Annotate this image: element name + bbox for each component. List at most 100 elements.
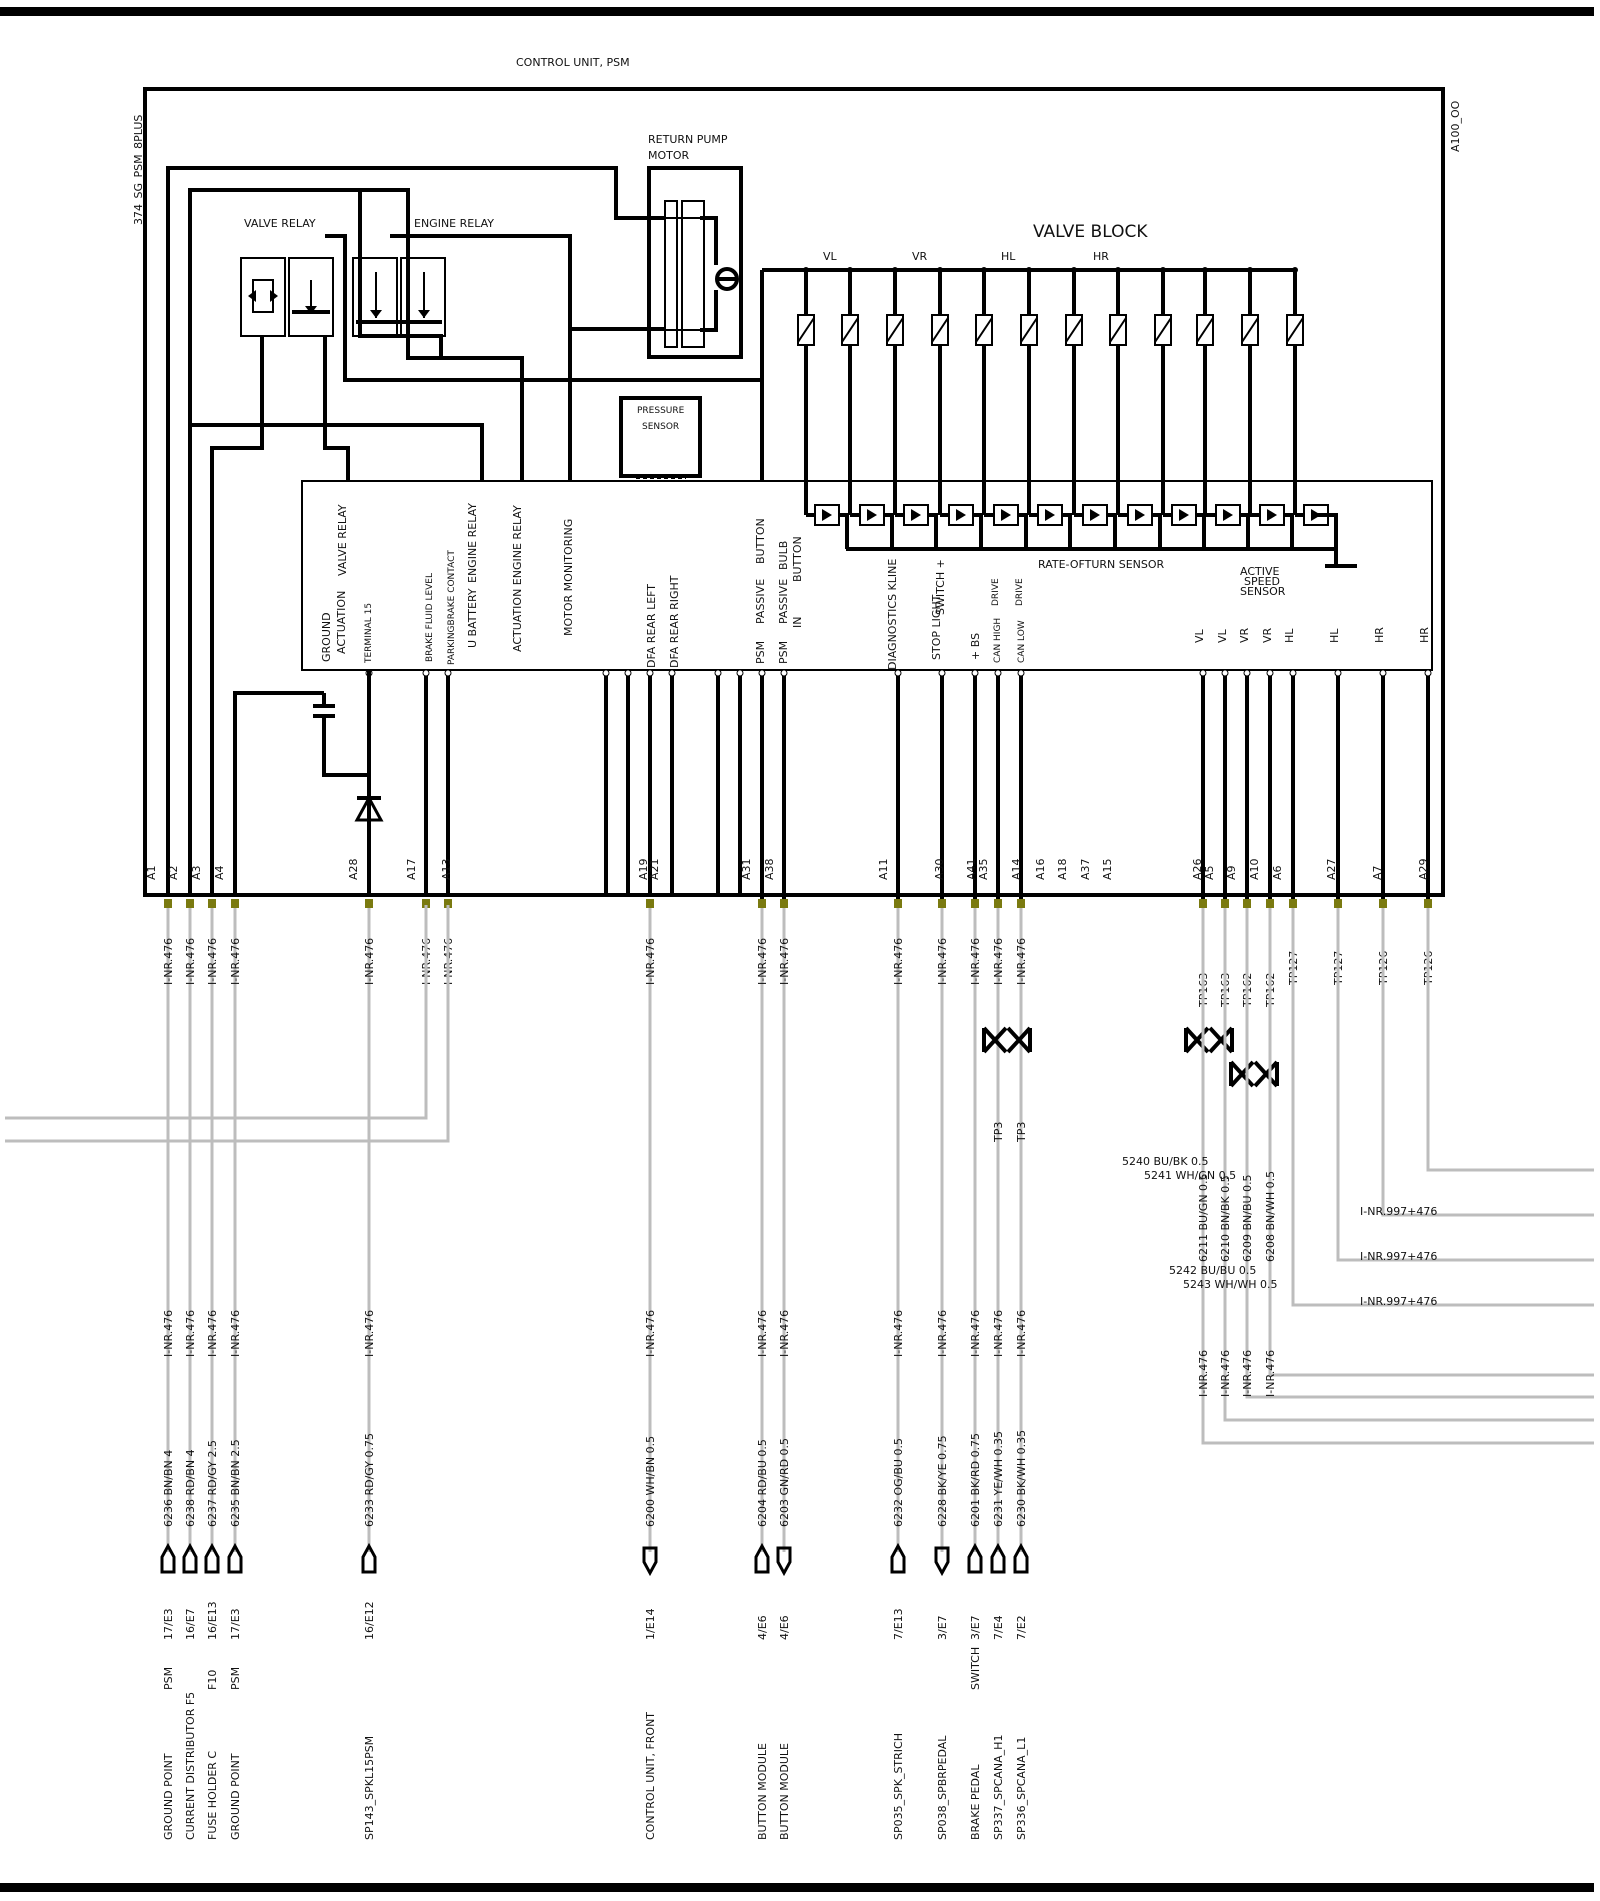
valve-coil — [1196, 314, 1214, 346]
pin-a35: A35 — [977, 858, 990, 880]
speed-wire-code-0: 6211 BU/GN 0.5 — [1197, 1173, 1210, 1262]
valve-node — [937, 267, 943, 273]
top-ref-c14: I-NR.476 — [992, 938, 1005, 985]
dest-c11: SP035_SPK_STRICH — [892, 1733, 905, 1840]
rate-amp-arrow — [1045, 509, 1055, 521]
valve-coil — [841, 314, 859, 346]
tp-0: TP3 — [992, 1122, 1005, 1143]
pin-marker — [994, 899, 1002, 908]
rate-amp-arrow — [1135, 509, 1145, 521]
pin-node — [668, 669, 676, 677]
sheet-ref-c8: 1/E14 — [644, 1608, 657, 1640]
connector-c1 — [160, 1542, 176, 1574]
internal-label-u-battery: U BATTERY — [466, 588, 479, 648]
mid-ref-c8: I-NR.476 — [644, 1310, 657, 1357]
internal-label-parking-brake: PARKINGBRAKE CONTACT — [447, 550, 457, 665]
right-ref-0: I-NR.997+476 — [1360, 1205, 1437, 1218]
speed-bottom-ref-2: I-NR.476 — [1241, 1350, 1254, 1397]
rate-amp-arrow — [911, 509, 921, 521]
mid-ref-c4: I-NR.476 — [229, 1310, 242, 1357]
wire-code-c13: 6201 BK/RD 0.75 — [969, 1433, 982, 1527]
internal-label-dfa-left: DFA REAR LEFT — [645, 584, 658, 668]
dest-c8: CONTROL UNIT, FRONT — [644, 1712, 657, 1840]
rate-link — [1163, 513, 1206, 549]
mid-ref-c2: I-NR.476 — [184, 1310, 197, 1357]
pin-a13: A13 — [440, 858, 453, 880]
rate-amp — [903, 504, 929, 526]
top-ref-c8: I-NR.476 — [644, 938, 657, 985]
speed-wire-hl — [1291, 908, 1594, 1307]
pin-a5: A5 — [1203, 865, 1216, 880]
wire-code-c5: 6233 RD/GY 0.75 — [363, 1433, 376, 1527]
pin-node — [736, 669, 744, 677]
valve-block-label: VALVE BLOCK — [1033, 222, 1148, 242]
valve-coil-slash — [886, 317, 904, 343]
speed-wire-1 — [1223, 908, 1594, 1422]
top-ref-c10: I-NR.476 — [778, 938, 791, 985]
mid-ref-c11: I-NR.476 — [892, 1310, 905, 1357]
pin-node — [938, 669, 946, 677]
pin-a38: A38 — [763, 858, 776, 880]
valve-coil — [1154, 314, 1172, 346]
top-ref-c5: I-NR.476 — [363, 938, 376, 985]
pin-marker — [1199, 899, 1207, 908]
dest2-c13: SWITCH — [969, 1647, 982, 1690]
pin-marker — [1221, 899, 1229, 908]
valve-group-vr: VR — [912, 250, 928, 263]
speed-bottom-ref-1: I-NR.476 — [1219, 1350, 1232, 1397]
mid-ref-c15: I-NR.476 — [1015, 1310, 1028, 1357]
internal-label-ws-vr1: VR — [1238, 627, 1251, 643]
bottom-rule — [0, 1883, 1594, 1892]
internal-label-dfa-right: DFA REAR RIGHT — [668, 575, 681, 668]
pin-a27: A27 — [1325, 858, 1338, 880]
valve-coil — [797, 314, 815, 346]
sheet-ref-c2: 16/E7 — [184, 1608, 197, 1640]
rate-amp-arrow — [822, 509, 832, 521]
tp-1: TP3 — [1015, 1122, 1028, 1143]
speed-wire-0 — [1201, 908, 1594, 1445]
internal-label-ground: GROUND — [320, 612, 333, 662]
pin-marker — [780, 899, 788, 908]
pin-marker — [1379, 899, 1387, 908]
pin-marker — [1289, 899, 1297, 908]
internal-label-ws-vl1: VL — [1193, 628, 1206, 643]
twist-speed-1 — [1184, 1026, 1234, 1054]
pin-node — [1334, 669, 1342, 677]
valve-coil — [1065, 314, 1083, 346]
dest-c4: GROUND POINT — [229, 1753, 242, 1840]
top-ref-c12: I-NR.476 — [936, 938, 949, 985]
unit-id: A100_OO — [1449, 100, 1462, 152]
valve-coil — [975, 314, 993, 346]
sheet-ref-c13: 3/E7 — [969, 1615, 982, 1640]
rate-amp — [1127, 504, 1153, 526]
rate-amp-arrow — [1267, 509, 1277, 521]
rate-amp-arrow — [956, 509, 966, 521]
dest-c13: BRAKE PEDAL — [969, 1764, 982, 1840]
speed-wire-hr2 — [1426, 908, 1594, 1172]
pin-a15: A15 — [1101, 858, 1114, 880]
pin-node — [1379, 669, 1387, 677]
internal-label-switch-plus: SWITCH + — [934, 559, 947, 615]
pin-marker — [1266, 899, 1274, 908]
rate-amp — [814, 504, 840, 526]
motor-label: MOTOR — [648, 149, 690, 162]
connector-c8 — [642, 1546, 658, 1577]
pin-marker — [1017, 899, 1025, 908]
capacitor — [313, 693, 369, 777]
mid-ref-c10: I-NR.476 — [778, 1310, 791, 1357]
dest-c14: SP337_SPCANA_H1 — [992, 1735, 1005, 1840]
pressure-label: PRESSURE — [637, 406, 685, 416]
pin-marker — [758, 899, 766, 908]
speed-wire-2 — [1245, 908, 1594, 1399]
active-label: ACTIVE — [1240, 565, 1280, 578]
pin-marker — [231, 899, 239, 908]
rate-link — [984, 513, 1028, 549]
pin-node — [894, 669, 902, 677]
top-ref-c3: I-NR.476 — [206, 938, 219, 985]
valve-group-hl: HL — [1001, 250, 1016, 263]
pin-a14: A14 — [1010, 858, 1023, 880]
pin-a26: A26 — [1191, 858, 1204, 880]
